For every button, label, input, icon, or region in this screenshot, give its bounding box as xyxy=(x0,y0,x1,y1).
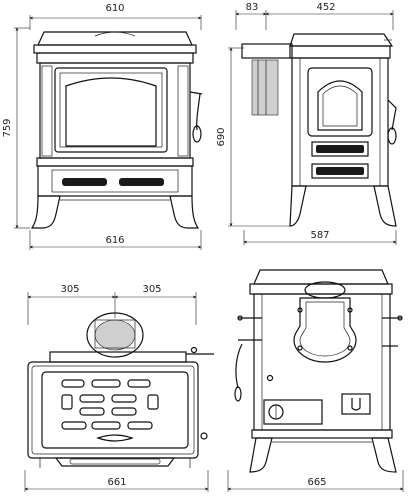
rear-width-bottom-label: 665 xyxy=(307,477,326,488)
side-height-label: 690 xyxy=(216,127,227,146)
rear-view: 665 xyxy=(227,269,404,492)
side-offset-top-label: 83 xyxy=(246,2,259,13)
top-half-right-label: 305 xyxy=(142,284,161,295)
side-view: 83 452 690 587 xyxy=(216,2,397,245)
front-view: 610 759 616 xyxy=(2,3,203,250)
top-width-bottom-label: 661 xyxy=(107,477,126,488)
side-width-top-label: 452 xyxy=(316,2,335,13)
front-width-bottom-label: 616 xyxy=(105,235,124,246)
front-width-top-label: 610 xyxy=(105,3,124,14)
top-view: 305 305 661 xyxy=(24,284,214,492)
front-height-label: 759 xyxy=(2,118,13,137)
side-depth-bottom-label: 587 xyxy=(310,230,329,241)
top-half-left-label: 305 xyxy=(60,284,79,295)
